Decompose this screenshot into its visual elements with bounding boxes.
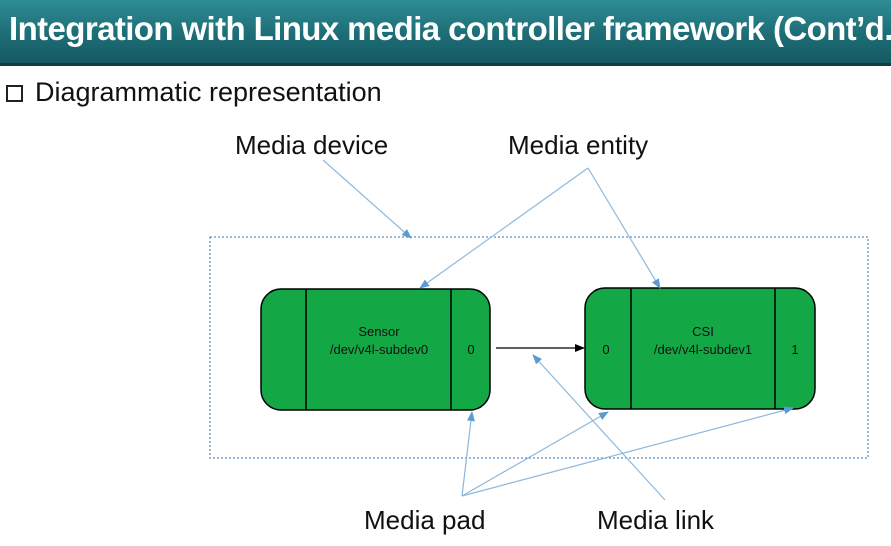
label-media-pad: Media pad bbox=[364, 505, 486, 535]
label-media-entity: Media entity bbox=[508, 130, 649, 160]
csi-node: /dev/v4l-subdev1 bbox=[654, 342, 752, 357]
label-media-device: Media device bbox=[235, 130, 389, 160]
media-device-boundary bbox=[209, 236, 869, 459]
sensor-node: /dev/v4l-subdev0 bbox=[330, 342, 428, 357]
page-title: Integration with Linux media controller … bbox=[9, 10, 891, 47]
csi-name: CSI bbox=[692, 324, 714, 339]
callout-media-pad-sensor bbox=[461, 411, 475, 497]
bullet-text: Diagrammatic representation bbox=[35, 77, 382, 107]
label-media-link: Media link bbox=[597, 505, 715, 535]
checkbox-bullet-icon bbox=[6, 85, 23, 102]
csi-pad-out: 1 bbox=[791, 342, 798, 357]
title-bar: Integration with Linux media controller … bbox=[0, 0, 891, 66]
callout-media-entity-sensor bbox=[419, 167, 589, 289]
sensor-name: Sensor bbox=[358, 324, 400, 339]
callout-media-pad-csi-out bbox=[461, 406, 794, 497]
callout-media-entity-csi bbox=[587, 167, 661, 289]
callout-media-pad-csi-in bbox=[461, 411, 609, 497]
sensor-pad-out: 0 bbox=[467, 342, 474, 357]
callout-media-device bbox=[322, 159, 412, 239]
sensor-entity: Sensor /dev/v4l-subdev0 0 bbox=[260, 288, 491, 411]
csi-entity: CSI /dev/v4l-subdev1 0 1 bbox=[584, 287, 816, 410]
csi-pad-in: 0 bbox=[602, 342, 609, 357]
bullet-item: Diagrammatic representation bbox=[6, 77, 382, 108]
callout-media-link bbox=[532, 354, 666, 501]
